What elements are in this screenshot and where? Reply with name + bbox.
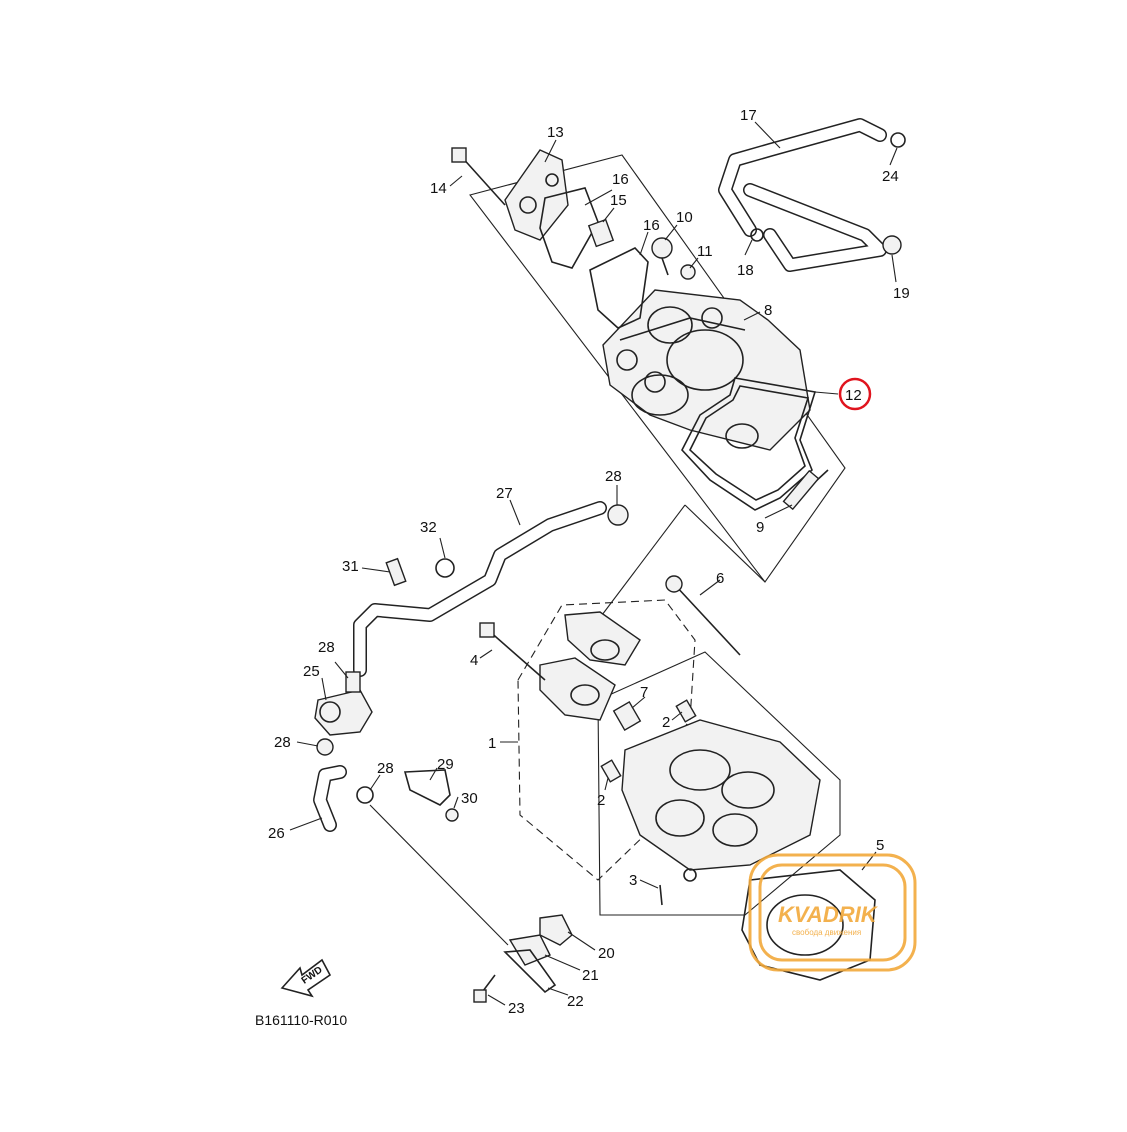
- breather-gasket-upper[interactable]: [539, 187, 599, 269]
- fwd-arrow: FWD: [280, 958, 332, 998]
- kvadrik-watermark-logo: KVADRIK свобода движения: [748, 853, 917, 972]
- sensor-20[interactable]: [539, 914, 573, 946]
- label-19[interactable]: 19: [893, 285, 910, 302]
- label-26[interactable]: 26: [268, 825, 285, 842]
- label-18[interactable]: 18: [737, 262, 754, 279]
- plug-9[interactable]: [782, 469, 820, 511]
- label-7[interactable]: 7: [640, 684, 648, 701]
- bolt-30[interactable]: [445, 808, 459, 822]
- label-30[interactable]: 30: [461, 790, 478, 807]
- clamp-31[interactable]: [385, 557, 407, 587]
- stud-3[interactable]: [659, 884, 663, 906]
- label-31[interactable]: 31: [342, 558, 359, 575]
- label-28a[interactable]: 28: [605, 468, 622, 485]
- label-24[interactable]: 24: [882, 168, 899, 185]
- bolt-23[interactable]: [473, 974, 496, 1003]
- label-2a[interactable]: 2: [662, 714, 670, 731]
- leader-lines: [289, 121, 898, 1006]
- label-23[interactable]: 23: [508, 1000, 525, 1017]
- bolt-10[interactable]: [651, 237, 673, 276]
- bracket-22[interactable]: [503, 949, 557, 994]
- camshaft-cap[interactable]: [539, 611, 641, 721]
- cylinder-head[interactable]: [621, 719, 821, 882]
- label-28b[interactable]: 28: [318, 639, 335, 656]
- highlight-circle: [838, 377, 872, 411]
- label-6[interactable]: 6: [716, 570, 724, 587]
- label-22[interactable]: 22: [567, 993, 584, 1010]
- dowel-pin-2b[interactable]: [600, 759, 622, 783]
- label-16b[interactable]: 16: [643, 217, 660, 234]
- label-15[interactable]: 15: [610, 192, 627, 209]
- spark-plug-sleeve-7[interactable]: [612, 701, 642, 731]
- clamp-28-upper[interactable]: [607, 504, 629, 526]
- washer-11[interactable]: [680, 264, 696, 280]
- label-11[interactable]: 11: [697, 243, 713, 260]
- label-17[interactable]: 17: [740, 107, 757, 124]
- air-cut-valve[interactable]: [314, 671, 373, 736]
- label-14[interactable]: 14: [430, 180, 447, 197]
- label-27[interactable]: 27: [496, 485, 513, 502]
- watermark-tagline: свобода движения: [792, 928, 861, 937]
- watermark-brand: KVADRIK: [778, 902, 879, 927]
- label-4[interactable]: 4: [470, 652, 478, 669]
- label-8[interactable]: 8: [764, 302, 772, 319]
- label-9[interactable]: 9: [756, 519, 764, 536]
- hose-26[interactable]: [313, 765, 347, 832]
- hose-27[interactable]: [353, 501, 607, 677]
- bolt-14[interactable]: [451, 147, 506, 206]
- clip-24[interactable]: [890, 132, 906, 148]
- label-13[interactable]: 13: [547, 124, 564, 141]
- label-12[interactable]: 12: [845, 387, 862, 404]
- clamp-32[interactable]: [435, 558, 455, 578]
- clamp-28-mid[interactable]: [316, 738, 334, 756]
- diagram-code: B161110-R010: [255, 1012, 347, 1028]
- label-25[interactable]: 25: [303, 663, 320, 680]
- air-hose-17[interactable]: [718, 118, 887, 272]
- part-labels: 1 2 2 3 4 5 6 7 8 9 10 11 12 13 14 15 16…: [268, 107, 910, 1017]
- clamp-18[interactable]: [750, 228, 764, 242]
- label-3[interactable]: 3: [629, 872, 637, 889]
- clamp-28-lower[interactable]: [356, 786, 374, 804]
- label-28d[interactable]: 28: [377, 760, 394, 777]
- label-21[interactable]: 21: [582, 967, 599, 984]
- label-1[interactable]: 1: [488, 735, 496, 752]
- label-5[interactable]: 5: [876, 837, 884, 854]
- reed-plate[interactable]: [587, 218, 615, 248]
- label-29[interactable]: 29: [437, 756, 454, 773]
- label-28c[interactable]: 28: [274, 734, 291, 751]
- label-10[interactable]: 10: [676, 209, 693, 226]
- cylinder-head-cover[interactable]: [602, 289, 811, 451]
- label-16a[interactable]: 16: [612, 171, 629, 188]
- bracket-29[interactable]: [403, 769, 451, 806]
- label-20[interactable]: 20: [598, 945, 615, 962]
- dowel-pin-2a[interactable]: [675, 699, 697, 723]
- label-32[interactable]: 32: [420, 519, 437, 536]
- bolt-4[interactable]: [479, 622, 546, 681]
- breather-gasket-lower[interactable]: [589, 247, 649, 329]
- label-2b[interactable]: 2: [597, 792, 605, 809]
- breather-cover[interactable]: [504, 149, 569, 241]
- bolt-6[interactable]: [665, 575, 741, 656]
- clamp-19[interactable]: [882, 235, 902, 255]
